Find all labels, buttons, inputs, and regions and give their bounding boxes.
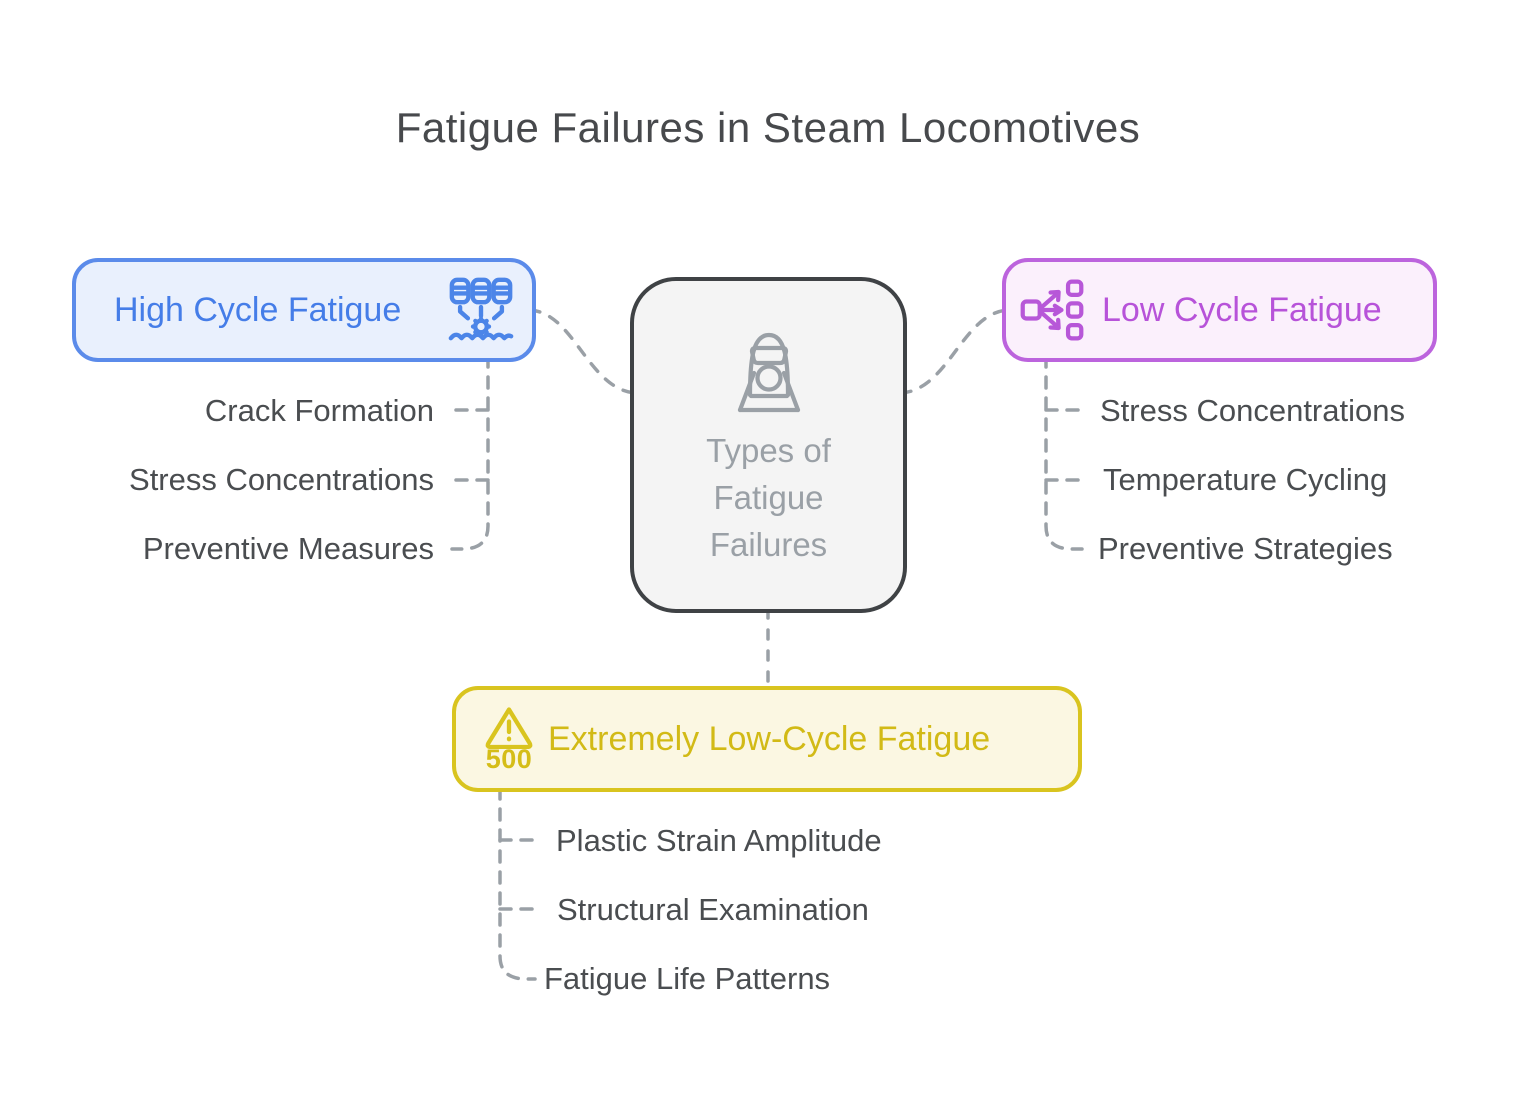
center-node-label: Types of Fatigue Failures <box>706 432 831 563</box>
branch-line-low-cycle <box>1044 354 1084 551</box>
list-item-stress-concentrations-right: Stress Concentrations <box>1100 393 1405 428</box>
page-title: Fatigue Failures in Steam Locomotives <box>395 104 1141 151</box>
list-item-temperature-cycling: Temperature Cycling <box>1103 462 1388 497</box>
list-item-fatigue-life-patterns: Fatigue Life Patterns <box>544 961 831 996</box>
branch-line-high-cycle <box>450 354 490 551</box>
list-item-crack-formation: Crack Formation <box>204 393 434 428</box>
extremely-low-cycle-fatigue-label: Extremely Low-Cycle Fatigue <box>548 719 991 758</box>
connector-center-to-low-cycle <box>899 308 1010 395</box>
low-cycle-fatigue-label: Low Cycle Fatigue <box>1102 290 1382 329</box>
databases-gear-wave-icon <box>448 277 514 341</box>
warning-cycle-count: 500 <box>485 744 533 774</box>
connector-high-cycle-to-center <box>528 308 638 395</box>
list-item-plastic-strain-amplitude: Plastic Strain Amplitude <box>556 823 882 858</box>
fan-out-distribution-icon <box>1020 279 1084 341</box>
locomotive-front-icon <box>737 332 800 413</box>
list-item-stress-concentrations-left: Stress Concentrations <box>129 462 434 497</box>
branch-line-extremely-low <box>498 786 537 981</box>
high-cycle-fatigue-label: High Cycle Fatigue <box>114 290 402 329</box>
list-item-structural-examination: Structural Examination <box>557 892 869 927</box>
list-item-preventive-strategies: Preventive Strategies <box>1098 531 1393 566</box>
branch-node-high-cycle-fatigue: High Cycle Fatigue <box>72 258 536 362</box>
center-node: Types of Fatigue Failures <box>630 277 907 613</box>
branch-node-low-cycle-fatigue: Low Cycle Fatigue <box>1002 258 1437 362</box>
branch-node-extremely-low-cycle-fatigue: 500 Extremely Low-Cycle Fatigue <box>452 686 1082 792</box>
list-item-preventive-measures: Preventive Measures <box>142 531 434 566</box>
warning-triangle-icon: 500 <box>484 705 534 773</box>
